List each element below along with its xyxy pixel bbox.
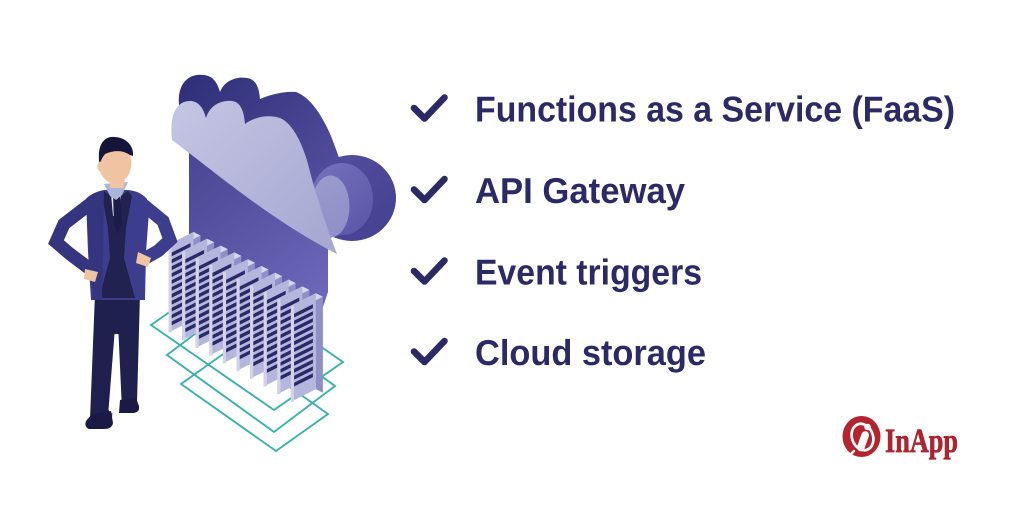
svg-text:Event triggers: Event triggers — [475, 252, 702, 293]
svg-text:Cloud storage: Cloud storage — [475, 332, 706, 373]
svg-text:Functions as a Service (FaaS): Functions as a Service (FaaS) — [475, 89, 955, 130]
svg-text:API Gateway: API Gateway — [475, 170, 685, 211]
svg-text:InApp: InApp — [885, 423, 958, 460]
